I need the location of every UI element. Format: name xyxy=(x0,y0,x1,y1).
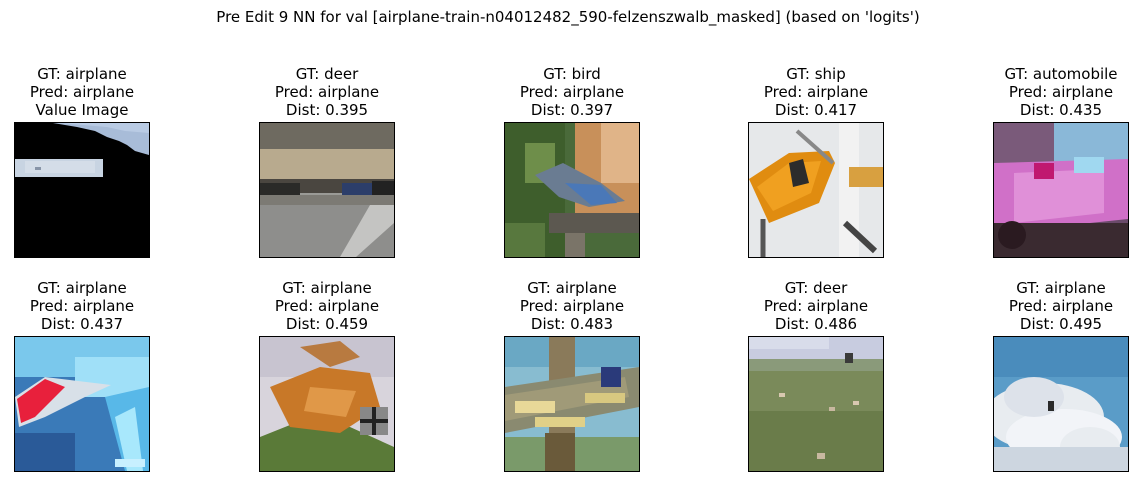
panel-caption: GT: airplane Pred: airplane Dist: 0.495 xyxy=(931,279,1136,333)
neighbor-panel: GT: airplane Pred: airplane Dist: 0.483 xyxy=(504,279,640,472)
neighbor-panel: GT: airplane Pred: airplane Dist: 0.495 xyxy=(993,279,1129,472)
pred-label: Pred: airplane xyxy=(763,83,869,101)
pred-label: Pred: airplane xyxy=(274,83,380,101)
figure-title: Pre Edit 9 NN for val [airplane-train-n0… xyxy=(216,8,920,26)
extra-label: Dist: 0.437 xyxy=(40,315,124,333)
red-jet-blue-sky-image xyxy=(15,337,149,471)
gt-label: GT: airplane xyxy=(1016,279,1106,297)
panel-caption: GT: automobile Pred: airplane Dist: 0.43… xyxy=(931,65,1136,119)
neighbor-panel: GT: deer Pred: airplane Dist: 0.486 xyxy=(748,279,884,472)
panel-caption: GT: deer Pred: airplane Dist: 0.486 xyxy=(686,279,946,333)
gt-label: GT: deer xyxy=(295,65,359,83)
panel-caption: GT: deer Pred: airplane Dist: 0.395 xyxy=(197,65,457,119)
extra-label: Dist: 0.395 xyxy=(285,101,369,119)
orange-biplane-image xyxy=(260,337,394,471)
thumbnail-image xyxy=(14,336,150,472)
extra-label: Dist: 0.417 xyxy=(774,101,858,119)
neighbor-panel: GT: bird Pred: airplane Dist: 0.397 xyxy=(504,65,640,258)
thumbnail-image xyxy=(259,336,395,472)
thumbnail-image xyxy=(993,336,1129,472)
gt-label: GT: automobile xyxy=(1004,65,1118,83)
thumbnail-image xyxy=(748,122,884,258)
extra-label: Value Image xyxy=(35,101,129,119)
thumbnail-image xyxy=(504,122,640,258)
extra-label: Dist: 0.483 xyxy=(530,315,614,333)
pred-label: Pred: airplane xyxy=(274,297,380,315)
neighbor-panel: GT: ship Pred: airplane Dist: 0.417 xyxy=(748,65,884,258)
thumbnail-image xyxy=(993,122,1129,258)
pred-label: Pred: airplane xyxy=(29,83,135,101)
pred-label: Pred: airplane xyxy=(29,297,135,315)
pred-label: Pred: airplane xyxy=(519,83,625,101)
pink-car-blur-image xyxy=(994,123,1128,257)
masked-airplane-sky-image xyxy=(15,123,149,257)
neighbor-panel: GT: airplane Pred: airplane Dist: 0.437 xyxy=(14,279,150,472)
neighbor-panel: GT: automobile Pred: airplane Dist: 0.43… xyxy=(993,65,1129,258)
plane-in-clouds-image xyxy=(994,337,1128,471)
gt-label: GT: airplane xyxy=(37,65,127,83)
orange-boat-hull-image xyxy=(749,123,883,257)
extra-label: Dist: 0.397 xyxy=(530,101,614,119)
extra-label: Dist: 0.495 xyxy=(1019,315,1103,333)
extra-label: Dist: 0.459 xyxy=(285,315,369,333)
pred-label: Pred: airplane xyxy=(763,297,869,315)
blue-jay-on-feeder-image xyxy=(505,123,639,257)
panel-caption: GT: airplane Pred: airplane Dist: 0.483 xyxy=(442,279,702,333)
gt-label: GT: bird xyxy=(543,65,601,83)
thumbnail-image xyxy=(504,336,640,472)
pred-label: Pred: airplane xyxy=(519,297,625,315)
gt-label: GT: ship xyxy=(786,65,846,83)
neighbor-panel: GT: airplane Pred: airplane Value Image xyxy=(14,65,150,258)
panel-caption: GT: bird Pred: airplane Dist: 0.397 xyxy=(442,65,702,119)
gt-label: GT: airplane xyxy=(282,279,372,297)
pred-label: Pred: airplane xyxy=(1008,297,1114,315)
panel-caption: GT: airplane Pred: airplane Value Image xyxy=(0,65,212,119)
panel-caption: GT: airplane Pred: airplane Dist: 0.437 xyxy=(0,279,212,333)
thumbnail-image xyxy=(748,336,884,472)
plane-wing-closeup-image xyxy=(505,337,639,471)
gt-label: GT: airplane xyxy=(37,279,127,297)
pred-label: Pred: airplane xyxy=(1008,83,1114,101)
thumbnail-image xyxy=(259,122,395,258)
panel-caption: GT: ship Pred: airplane Dist: 0.417 xyxy=(686,65,946,119)
extra-label: Dist: 0.435 xyxy=(1019,101,1103,119)
gt-label: GT: deer xyxy=(784,279,848,297)
gt-label: GT: airplane xyxy=(527,279,617,297)
grassy-field-image xyxy=(749,337,883,471)
neighbor-panel: GT: deer Pred: airplane Dist: 0.395 xyxy=(259,65,395,258)
extra-label: Dist: 0.486 xyxy=(774,315,858,333)
road-scene-image xyxy=(260,123,394,257)
panel-caption: GT: airplane Pred: airplane Dist: 0.459 xyxy=(197,279,457,333)
neighbor-panel: GT: airplane Pred: airplane Dist: 0.459 xyxy=(259,279,395,472)
thumbnail-image xyxy=(14,122,150,258)
